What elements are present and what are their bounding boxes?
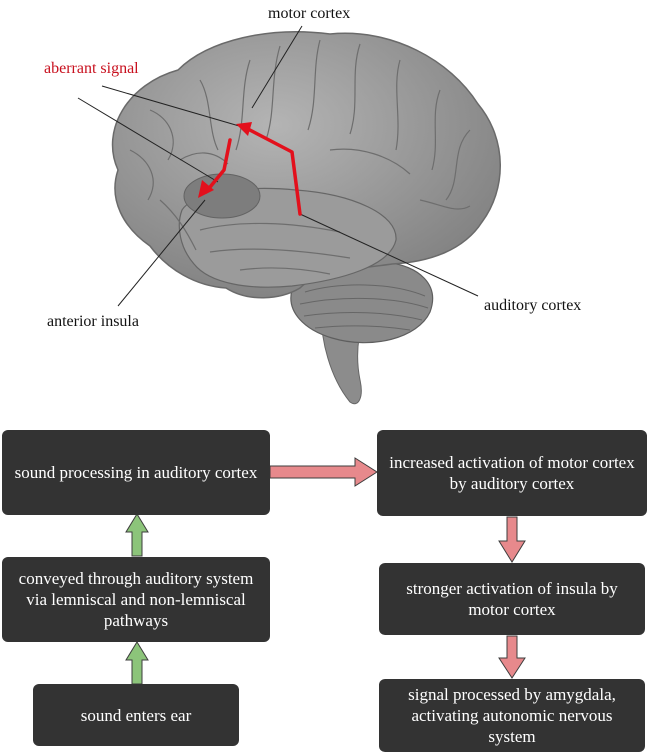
- motor-cortex-label: motor cortex: [268, 5, 351, 22]
- brain-gyri: [129, 39, 471, 275]
- auditory-cortex-label: auditory cortex: [484, 297, 582, 314]
- box-motor-activation: increased activation of motor cortex by …: [377, 430, 647, 516]
- aberrant-signal-label: aberrant signal: [44, 60, 139, 77]
- red-right-arrow: [269, 457, 378, 487]
- brain-illustration: [77, 25, 501, 405]
- red-down-arrow-bottom: [498, 635, 526, 679]
- cerebellum-folia: [299, 284, 429, 331]
- signal-arrowhead-motor: [236, 122, 252, 136]
- green-up-arrow-top: [125, 513, 149, 557]
- box-insula-activation: stronger activation of insula by motor c…: [379, 563, 645, 635]
- green-up-arrow-bottom: [125, 641, 149, 685]
- box-amygdala-processing: signal processed by amygdala, activating…: [379, 679, 645, 752]
- anterior-insula-label: anterior insula: [47, 313, 139, 330]
- flow-arrows: [125, 457, 526, 685]
- signal-arrowhead-insula: [198, 180, 214, 198]
- box-sound-processing: sound processing in auditory cortex: [2, 430, 270, 515]
- box-conveyed-auditory-system: conveyed through auditory system via lem…: [2, 557, 270, 642]
- label-pointer-lines: [77, 25, 479, 307]
- red-down-arrow-top: [498, 516, 526, 563]
- aberrant-signal-path: [204, 126, 302, 216]
- box-sound-enters-ear: sound enters ear: [33, 684, 239, 746]
